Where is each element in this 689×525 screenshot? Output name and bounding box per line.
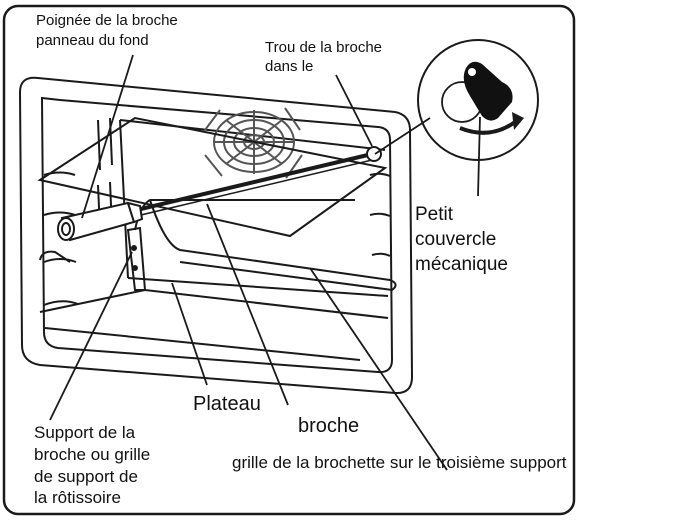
rack-lower <box>39 250 389 361</box>
label-cover-line1: Petit <box>415 204 454 225</box>
label-support-line2: broche ou grille <box>34 445 150 464</box>
outer-frame <box>2 4 576 516</box>
spit-hole <box>366 146 382 162</box>
rotation-arrow-icon <box>459 112 524 135</box>
label-support-line1: Support de la <box>34 423 136 442</box>
label-broche: broche <box>298 415 359 437</box>
oven-cavity <box>18 76 414 395</box>
label-support-line4: la rôtissoire <box>34 488 121 507</box>
mechanical-cover-detail-icon <box>417 39 539 161</box>
label-grille: grille de la brochette sur le troisième … <box>232 453 567 472</box>
label-cover-line2: couvercle <box>415 229 496 250</box>
rack-skewer-support <box>126 199 397 292</box>
label-handle-line2: panneau du fond <box>36 32 149 49</box>
leader-lines <box>49 54 481 471</box>
label-handle-line1: Poignée de la broche <box>36 12 178 29</box>
spit-handle <box>57 201 144 242</box>
label-plateau: Plateau <box>193 393 261 415</box>
label-cover-line3: mécanique <box>415 254 508 275</box>
label-support-line3: de support de <box>34 467 138 486</box>
rack-upper <box>37 116 388 238</box>
label-hole-line2: dans le <box>265 58 313 75</box>
label-hole-line1: Trou de la broche <box>265 39 382 56</box>
